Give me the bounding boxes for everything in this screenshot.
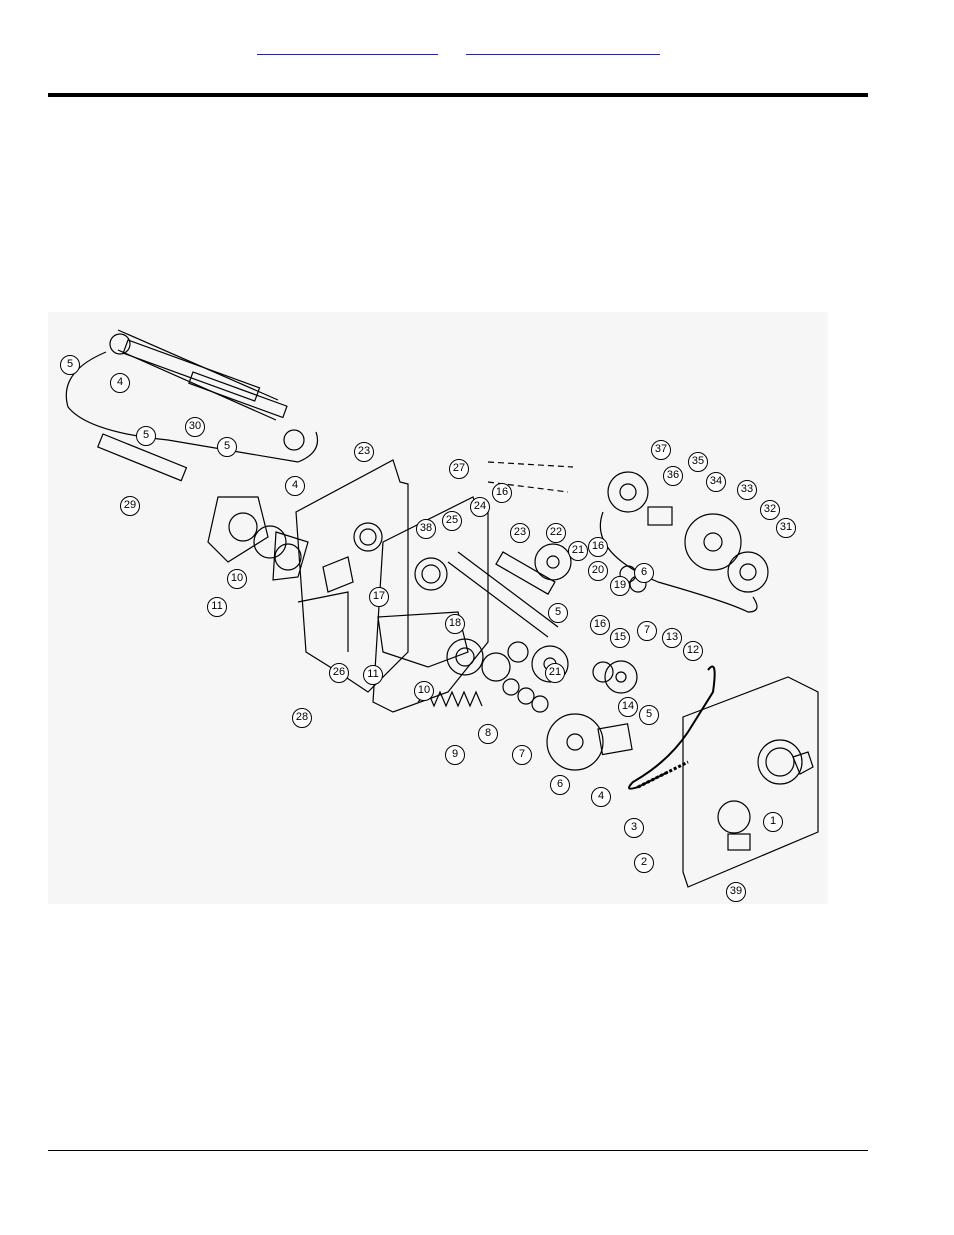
header-link-1[interactable]	[257, 36, 438, 55]
header-rule	[48, 93, 868, 97]
footer-rule	[48, 1150, 868, 1151]
header-link-2[interactable]	[466, 36, 660, 55]
exploded-parts-diagram	[48, 312, 828, 904]
diagram-artwork	[65, 329, 819, 888]
